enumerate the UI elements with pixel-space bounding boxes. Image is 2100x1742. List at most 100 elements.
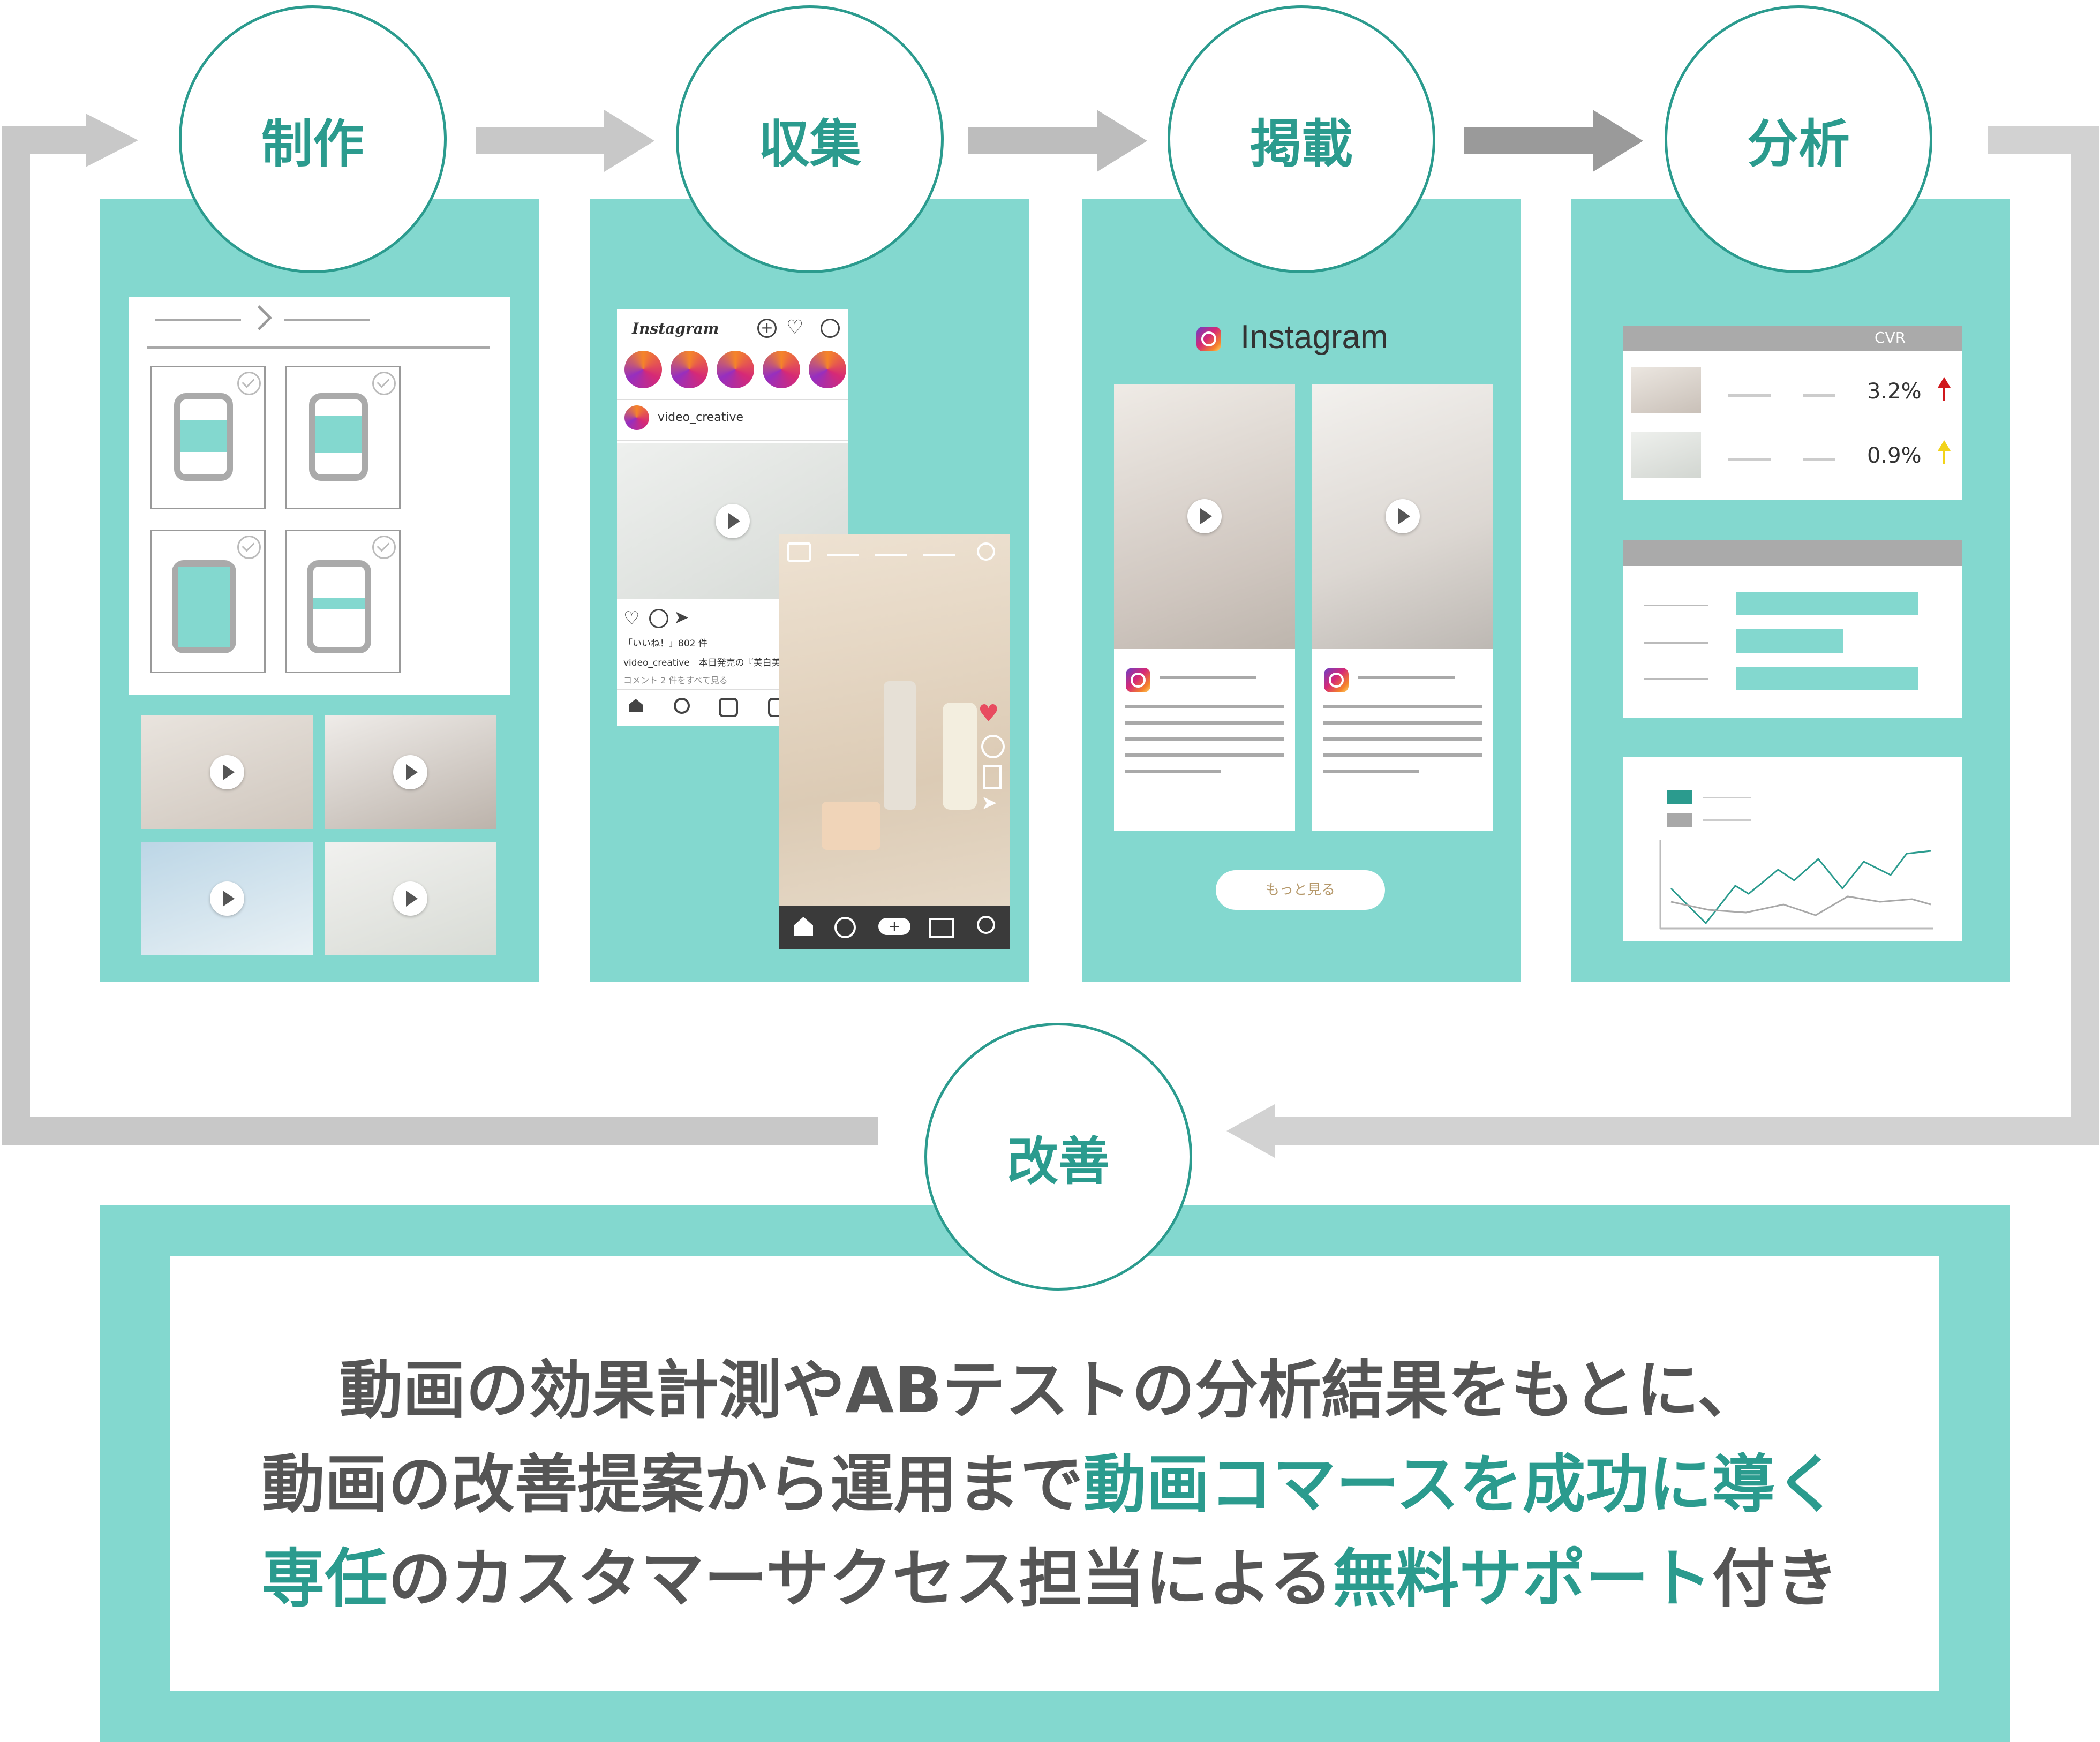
- legend-gray: [1667, 813, 1692, 827]
- product-jar: [822, 802, 880, 850]
- post-video-1[interactable]: [1114, 384, 1295, 649]
- instagram-icon: [1196, 327, 1221, 351]
- report-bar-3: [1736, 667, 1918, 690]
- loop-path-right: [1275, 126, 2099, 1145]
- account-name[interactable]: video_creative: [658, 411, 744, 424]
- message-line-3: 専任のカスタマーサクセス担当による無料サポート付き: [261, 1542, 1839, 1616]
- messenger-icon[interactable]: [821, 319, 840, 338]
- cvr-value-1: 3.2%: [1867, 379, 1922, 404]
- comment-icon[interactable]: [981, 735, 1005, 758]
- panel-collection: Instagram + ♡ video_creative ♡ ➤ 「いいね！」8…: [590, 199, 1029, 982]
- template-option-4[interactable]: [285, 530, 401, 673]
- play-icon: [1386, 499, 1420, 533]
- tv-icon[interactable]: [787, 542, 811, 562]
- post-card-2[interactable]: [1312, 384, 1493, 831]
- story-avatar-1[interactable]: [624, 351, 662, 388]
- message-icon[interactable]: [929, 918, 954, 938]
- cvr-thumb-1: [1631, 367, 1701, 413]
- search-icon[interactable]: [674, 698, 690, 714]
- line-chart-card: [1623, 757, 1962, 941]
- loop-path-left: [2, 126, 878, 1145]
- step-label: 制作: [261, 114, 364, 174]
- bottom-panel: [100, 1205, 2010, 1742]
- plus-icon[interactable]: +: [878, 918, 910, 935]
- post-card-1[interactable]: [1114, 384, 1295, 831]
- cvr-column-label: CVR: [1875, 329, 1906, 346]
- product-bottle-1: [884, 681, 916, 810]
- bar-report-card: [1623, 540, 1962, 718]
- instagram-stories-mock: ♥ ➤ +: [779, 534, 1010, 949]
- stories-bottom-nav: +: [779, 906, 1010, 949]
- panel-analysis: CVR 3.2% 0.9%: [1571, 199, 2010, 982]
- story-avatar-2[interactable]: [671, 351, 708, 388]
- post-video-2[interactable]: [1312, 384, 1493, 649]
- arrow-up-icon: [1938, 377, 1951, 388]
- step-production: 制作: [179, 5, 447, 273]
- feed-logo: Instagram: [632, 320, 719, 337]
- play-icon: [393, 881, 427, 916]
- check-icon: [237, 536, 261, 559]
- likes-count: 「いいね！」802 件: [623, 638, 707, 649]
- step-collection: 収集: [676, 5, 944, 273]
- send-icon[interactable]: ➤: [674, 607, 689, 628]
- trend-line-chart: [1659, 840, 1933, 930]
- panel-production: [100, 199, 539, 982]
- comments-link[interactable]: コメント 2 件をすべて見る: [623, 675, 728, 685]
- video-thumb-1[interactable]: [141, 715, 313, 829]
- step-label: 分析: [1747, 114, 1850, 174]
- arrow-3-4: [1593, 110, 1643, 172]
- panel-publish: Instagram もっと見る: [1082, 199, 1521, 982]
- message-line-1: 動画の効果計測やABテストの分析結果をもとに、: [339, 1353, 1761, 1427]
- template-option-3[interactable]: [150, 530, 266, 673]
- play-icon: [210, 881, 244, 916]
- loop-arrowhead-top: [86, 114, 138, 167]
- instagram-icon: [1324, 668, 1349, 692]
- report-bar-1: [1736, 592, 1918, 615]
- story-avatar-5[interactable]: [809, 351, 846, 388]
- cvr-table: CVR 3.2% 0.9%: [1623, 326, 1962, 500]
- video-thumb-2[interactable]: [325, 715, 496, 829]
- story-avatar-4[interactable]: [763, 351, 800, 388]
- cvr-thumb-2: [1631, 432, 1701, 478]
- template-option-2[interactable]: [285, 366, 401, 509]
- step-publish: 掲載: [1168, 5, 1435, 273]
- comment-icon[interactable]: [649, 609, 668, 628]
- video-thumb-3[interactable]: [141, 842, 313, 955]
- step-label: 収集: [758, 114, 861, 174]
- plus-icon[interactable]: +: [757, 319, 777, 338]
- step-label: 改善: [1007, 1131, 1110, 1192]
- profile-icon[interactable]: [977, 916, 995, 934]
- play-icon: [210, 755, 244, 789]
- compass-icon[interactable]: [834, 917, 856, 938]
- template-option-1[interactable]: [150, 366, 266, 509]
- reels-icon[interactable]: [719, 698, 738, 717]
- arrow-up-icon: [1938, 440, 1951, 451]
- step-analysis: 分析: [1665, 5, 1932, 273]
- message-line-2: 動画の改善提案から運用まで動画コマースを成功に導く: [261, 1447, 1839, 1521]
- play-icon: [393, 755, 427, 789]
- send-icon[interactable]: ➤: [981, 792, 998, 814]
- heart-icon[interactable]: ♡: [786, 316, 804, 338]
- story-avatar-3[interactable]: [717, 351, 754, 388]
- check-icon: [372, 536, 396, 559]
- legend-teal: [1667, 790, 1692, 804]
- bookmark-icon[interactable]: [983, 765, 1002, 789]
- account-avatar[interactable]: [624, 405, 649, 430]
- check-icon: [237, 372, 261, 395]
- product-bottle-2: [943, 703, 977, 810]
- step-label: 掲載: [1250, 114, 1353, 174]
- cvr-table-header: CVR: [1623, 326, 1962, 351]
- heart-icon[interactable]: ♥: [978, 700, 999, 727]
- message-card: [170, 1256, 1939, 1691]
- home-icon[interactable]: [794, 917, 813, 936]
- caption: video_creative 本日発売の『美白美容液』: [623, 658, 808, 668]
- loop-arrowhead-bottom: [1226, 1104, 1275, 1158]
- like-icon[interactable]: ♡: [623, 608, 640, 629]
- more-button[interactable]: もっと見る: [1216, 870, 1385, 910]
- search-icon[interactable]: [977, 542, 995, 561]
- play-icon: [1187, 499, 1222, 533]
- check-icon: [372, 372, 396, 395]
- post-preview-title: Instagram: [1240, 319, 1388, 356]
- home-icon[interactable]: [629, 699, 643, 712]
- video-thumb-4[interactable]: [325, 842, 496, 955]
